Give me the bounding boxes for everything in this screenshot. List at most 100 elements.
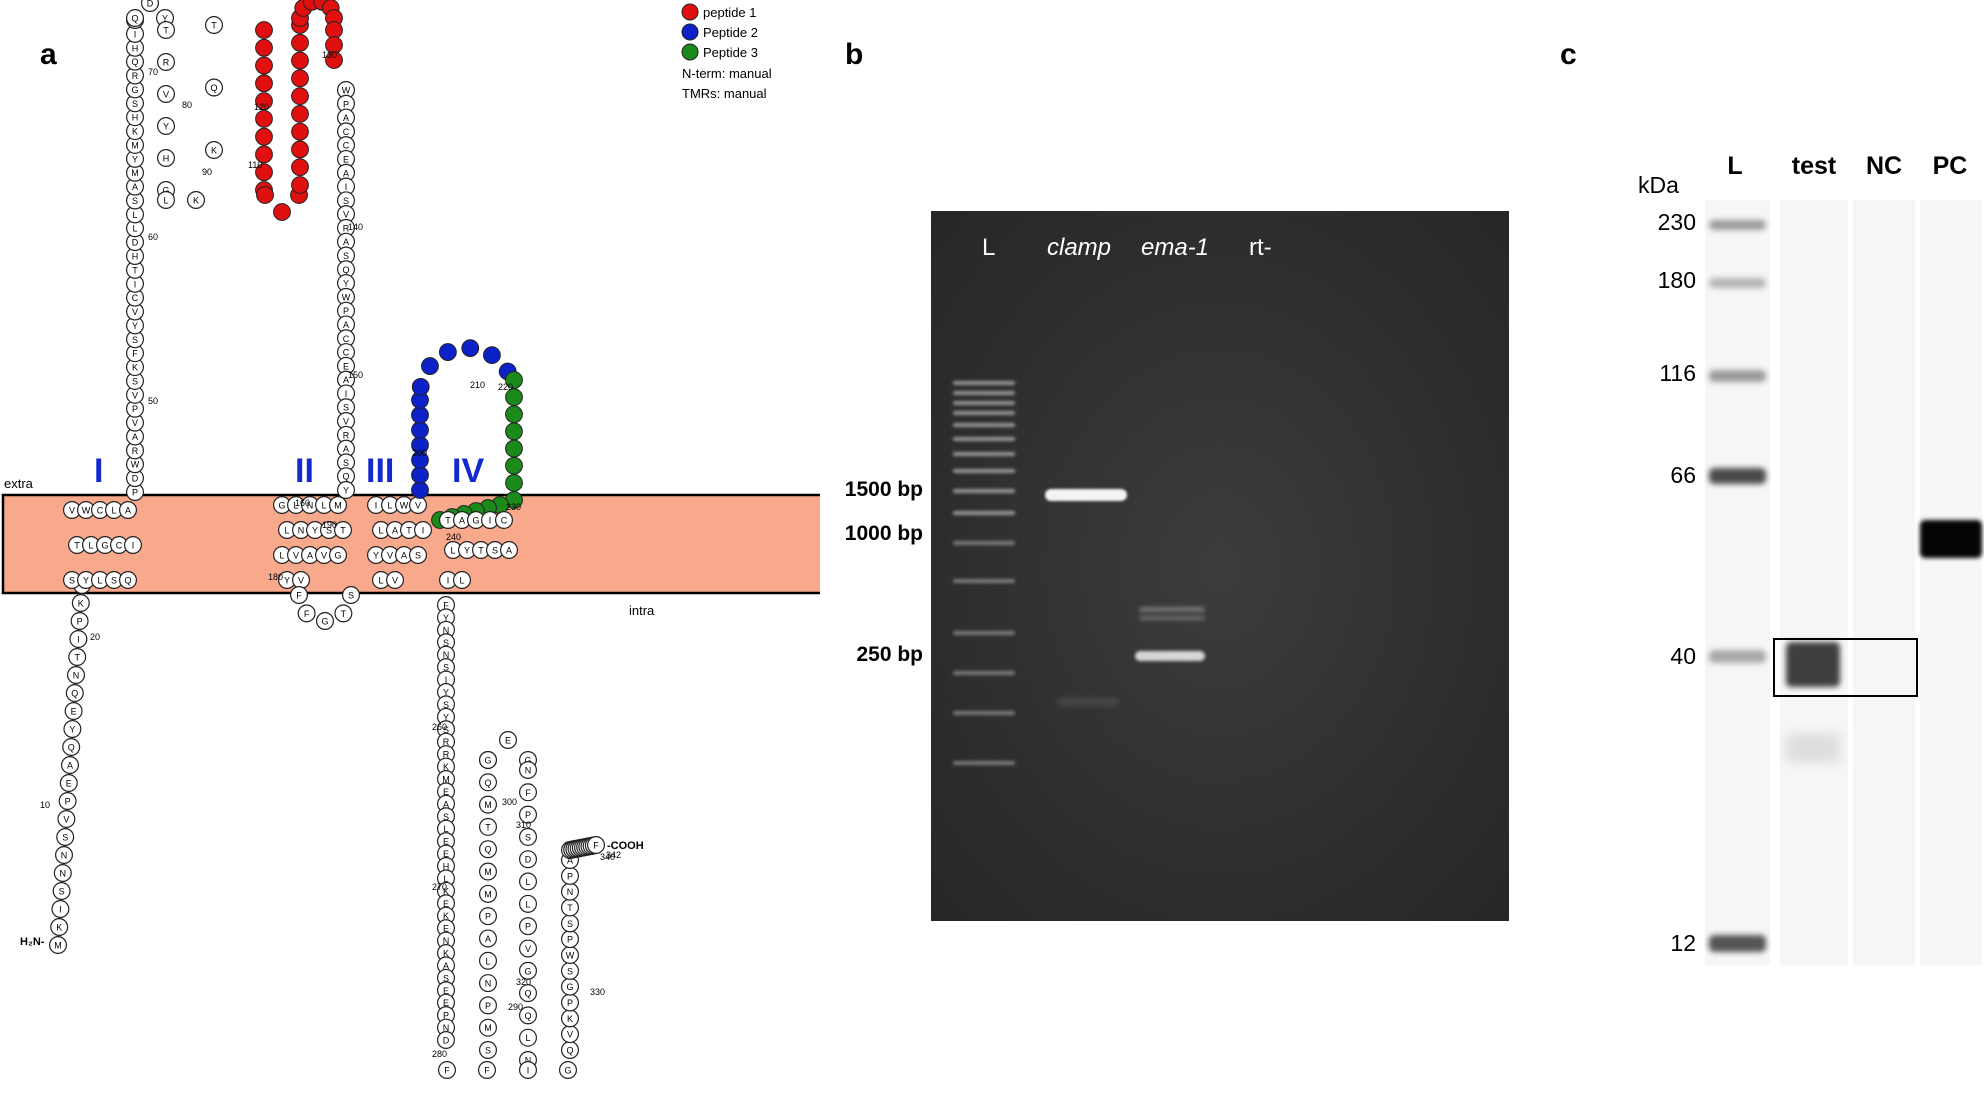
svg-text:Y: Y (443, 613, 449, 623)
cterm-up2-residue: P (560, 866, 579, 885)
test-band-highlight-box (1773, 638, 1918, 697)
peptide1-residue (291, 104, 309, 123)
peptide2-residue (461, 339, 480, 358)
svg-text:S: S (348, 591, 354, 601)
residue-number: 120 (254, 102, 269, 112)
cterm-up-residue: N (479, 974, 498, 993)
legend-label: Peptide 2 (703, 25, 758, 40)
ecl1-down-residue: R (157, 52, 176, 71)
tm3-residue: S (409, 545, 428, 564)
svg-text:T: T (74, 541, 80, 551)
svg-text:P: P (567, 871, 573, 881)
svg-text:W: W (342, 86, 351, 96)
kda-tick-40: 40 (1670, 643, 1696, 669)
cterm-up-residue: M (479, 1018, 498, 1037)
svg-text:V: V (415, 501, 421, 511)
ecl1-down-residue: T (157, 21, 176, 39)
svg-text:F: F (484, 1066, 490, 1076)
peptide3-residue (505, 439, 523, 458)
residue-number: 260 (432, 722, 447, 732)
svg-text:L: L (459, 576, 464, 586)
residue-chain: MKISNNSVPEAQYEQNTIPKTVWCLATLGCISYLSQPDWR… (48, 0, 605, 1079)
wes-header-test: test (1791, 152, 1837, 180)
svg-text:E: E (343, 154, 349, 164)
cterm-loop1-residue: F (478, 1060, 497, 1079)
svg-text:N: N (307, 501, 314, 511)
svg-text:E: E (443, 787, 449, 797)
cterm-up-residue: S (479, 1040, 498, 1059)
svg-text:C: C (343, 141, 350, 151)
cterm-down2-residue: P (518, 805, 537, 824)
svg-text:W: W (82, 506, 91, 516)
peptide3-residue (505, 422, 523, 441)
svg-text:S: S (567, 919, 573, 929)
cterm-up-residue: Q (479, 840, 498, 859)
legend-label: Peptide 3 (703, 45, 758, 60)
tm3-residue: V (409, 496, 428, 515)
svg-text:E: E (443, 986, 449, 996)
cterm-loop2-residue: I (518, 1060, 537, 1079)
svg-text:N: N (443, 650, 450, 660)
svg-text:T: T (406, 526, 412, 536)
svg-text:R: R (132, 71, 139, 81)
gel-ladder-band (953, 391, 1015, 395)
svg-text:S: S (132, 196, 138, 206)
kda-tick-116: 116 (1659, 360, 1696, 386)
peptide1-residue (325, 21, 343, 39)
tm1-residue: A (118, 501, 137, 520)
intracellular-label: intra (629, 603, 655, 618)
svg-text:T: T (567, 903, 573, 913)
svg-text:A: A (343, 113, 349, 123)
svg-text:Y: Y (132, 321, 138, 331)
svg-text:S: S (69, 576, 75, 586)
svg-text:V: V (343, 417, 349, 427)
peptide1-residue (255, 92, 273, 111)
residue-number: 280 (432, 1049, 447, 1059)
svg-text:M: M (334, 501, 342, 511)
cterm-top-residue: G (479, 750, 498, 769)
ecl1-up-residue: K (205, 141, 224, 160)
peptide1-residue (291, 158, 309, 177)
tm2-residue: N (292, 520, 311, 539)
gel-ladder-band (953, 579, 1015, 583)
residue-number: 342 (606, 850, 621, 860)
ladder-band-66 (1709, 468, 1766, 484)
tm3-residue: I (414, 520, 433, 539)
pc-band (1920, 520, 1982, 558)
svg-text:S: S (343, 458, 349, 468)
svg-text:V: V (132, 307, 138, 317)
cterm-up2-residue: N (560, 882, 579, 901)
nterm-residue: V (57, 809, 76, 828)
peptide1-residue (273, 203, 291, 221)
nterm-residue: I (69, 629, 88, 648)
nterm-residue: S (56, 827, 75, 846)
svg-text:R: R (343, 223, 350, 233)
gel-ladder-band (953, 671, 1015, 675)
svg-text:V: V (525, 944, 531, 954)
svg-text:C: C (343, 348, 350, 358)
residue-number: 300 (502, 797, 517, 807)
nterm-residue: P (58, 791, 77, 810)
gel-ladder-band (953, 511, 1015, 515)
svg-text:L: L (443, 824, 448, 834)
cterm-down2-residue: N (518, 760, 537, 779)
svg-text:S: S (326, 526, 332, 536)
svg-text:V: V (321, 551, 327, 561)
svg-text:K: K (443, 949, 449, 959)
svg-text:T: T (340, 526, 346, 536)
residue-number: 160 (295, 498, 310, 508)
svg-text:I: I (77, 635, 80, 645)
ecl1-return-residue: Y (337, 481, 356, 500)
peptide1-residue (255, 21, 273, 39)
residue-number: 320 (516, 977, 531, 987)
cterm-down-residue: E (437, 894, 456, 913)
residue-number: 310 (516, 820, 531, 830)
residue-number: 340 (600, 852, 615, 862)
ecl1-left-residue: Q (125, 52, 144, 71)
gel-band-clamp-faint (1057, 698, 1119, 706)
gel-ladder-band (953, 541, 1015, 545)
tm1-residue: I (123, 535, 142, 554)
svg-text:S: S (492, 546, 498, 556)
svg-text:R: R (443, 737, 450, 747)
svg-text:Q: Q (524, 1011, 531, 1021)
